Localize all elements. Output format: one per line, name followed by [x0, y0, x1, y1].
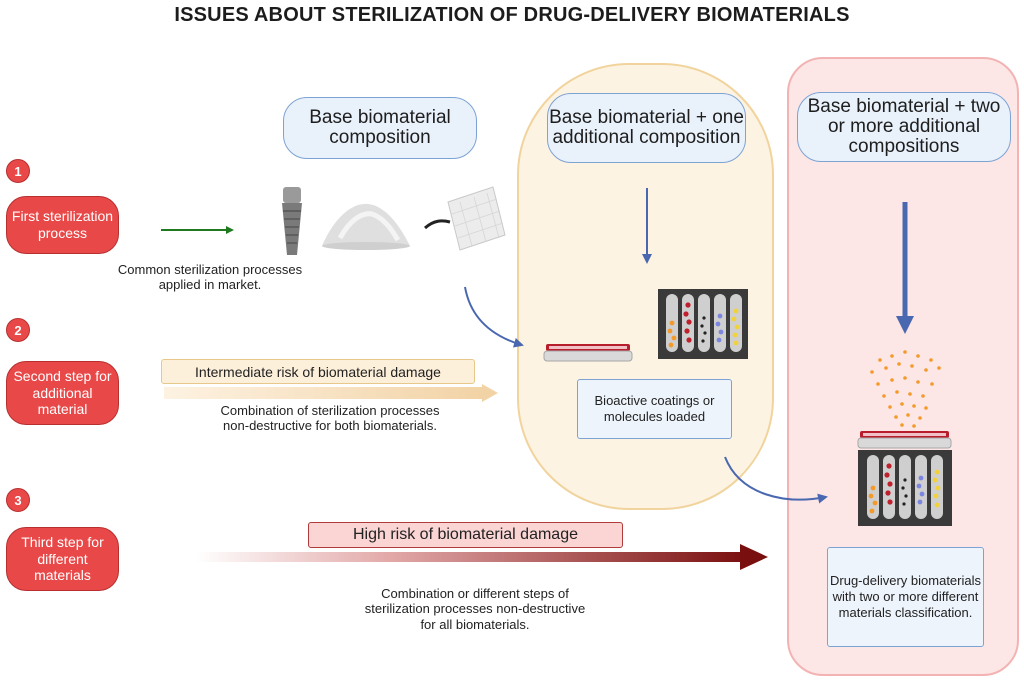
- high-risk-label: High risk of biomaterial damage: [308, 522, 623, 548]
- test-tube-rack-icon-2: [858, 450, 952, 526]
- particle-spray-icon: [870, 350, 941, 428]
- step-2-caption: Combination of sterilization processes n…: [220, 403, 440, 434]
- header-two-or-more: Base biomaterial + two or more additiona…: [797, 92, 1011, 162]
- header-base-composition: Base biomaterial composition: [283, 97, 477, 159]
- step-1-number: 1: [6, 159, 30, 183]
- dental-implant-icon: [282, 187, 302, 255]
- curved-arrow-to-panel-two: [724, 456, 828, 504]
- test-tube-rack-icon: [658, 289, 748, 359]
- step-2-arrow: [164, 384, 498, 402]
- mesh-patch-icon: [424, 186, 506, 251]
- page-title: ISSUES ABOUT STERILIZATION OF DRUG-DELIV…: [174, 4, 850, 26]
- step-2-label: Second step for additional material: [6, 361, 119, 425]
- drug-delivery-box: Drug-delivery biomaterials with two or m…: [827, 547, 984, 647]
- header-one-additional: Base biomaterial + one additional compos…: [547, 93, 746, 163]
- petri-dish-icon: [543, 344, 633, 362]
- step-3-caption: Combination or different steps of steril…: [364, 586, 586, 632]
- step-2-number: 2: [6, 318, 30, 342]
- powder-pile-icon: [322, 203, 410, 250]
- curved-arrow-to-panel-one: [464, 286, 524, 348]
- intermediate-risk-label: Intermediate risk of biomaterial damage: [161, 359, 475, 384]
- petri-dish-icon-2: [857, 431, 952, 449]
- step-3-number: 3: [6, 488, 30, 512]
- bioactive-coatings-box: Bioactive coatings or molecules loaded: [577, 379, 732, 439]
- step-1-caption: Common sterilization processes applied i…: [117, 262, 303, 293]
- step-3-arrow: [196, 544, 768, 570]
- step-1-label: First sterilization process: [6, 196, 119, 254]
- step-3-label: Third step for different materials: [6, 527, 119, 591]
